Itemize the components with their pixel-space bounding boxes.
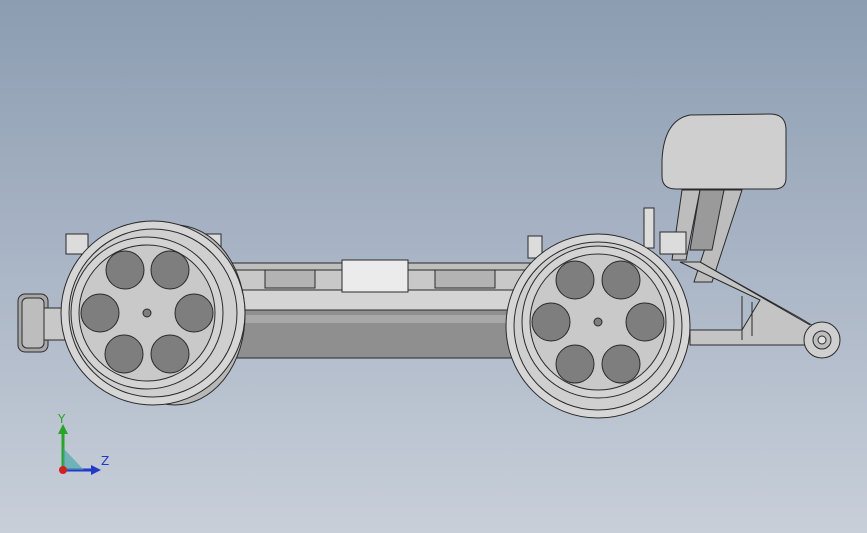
center-block [341,259,409,293]
front-wheel [60,220,246,406]
z-axis-label: Z [101,454,110,468]
x-axis-dot [59,466,67,474]
rear-wheel [505,233,691,419]
backrest [661,113,787,190]
front-mount [65,233,89,255]
seat-support-plate [689,189,725,251]
rear-mount [527,235,543,259]
triad-icon [58,424,101,475]
coordinate-triad: Y Z [48,412,118,482]
seat-support-2 [693,189,743,283]
y-axis-label: Y [58,412,66,426]
triad-sector [63,448,84,470]
rear-frame-arm [679,261,821,346]
chassis-body [209,289,531,313]
